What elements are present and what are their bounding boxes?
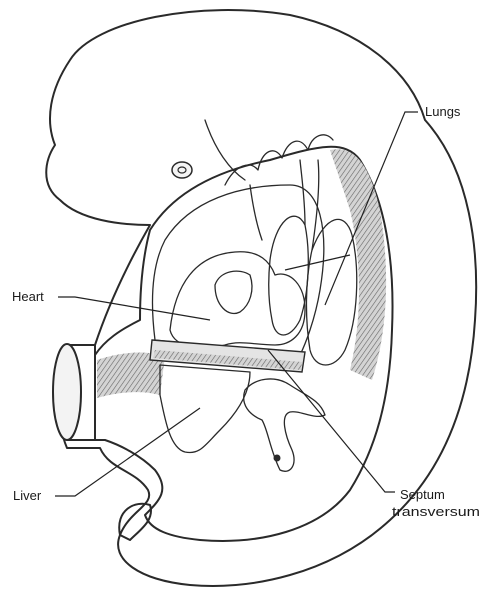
label-septum-line1: Septum [400,487,445,502]
allantois-dot [274,455,281,462]
pericardial-cavity [152,185,323,355]
head-fold-line [205,120,245,180]
label-septum-line2: transversum [392,504,480,519]
dorsal-mesenchyme [330,149,386,380]
liver-organ [160,365,250,453]
eye-icon [172,162,192,178]
midgut-loop [244,379,325,471]
label-liver: Liver [13,488,42,503]
label-heart: Heart [12,289,44,304]
cut-tube [53,344,95,440]
heart-organ [170,252,305,348]
trachea [300,160,305,225]
lung-right [306,219,356,365]
vessel [250,185,262,240]
heart-leader [58,297,210,320]
tail-fold [119,504,151,540]
label-lungs: Lungs [425,104,461,119]
heart-bulbus [215,271,252,313]
